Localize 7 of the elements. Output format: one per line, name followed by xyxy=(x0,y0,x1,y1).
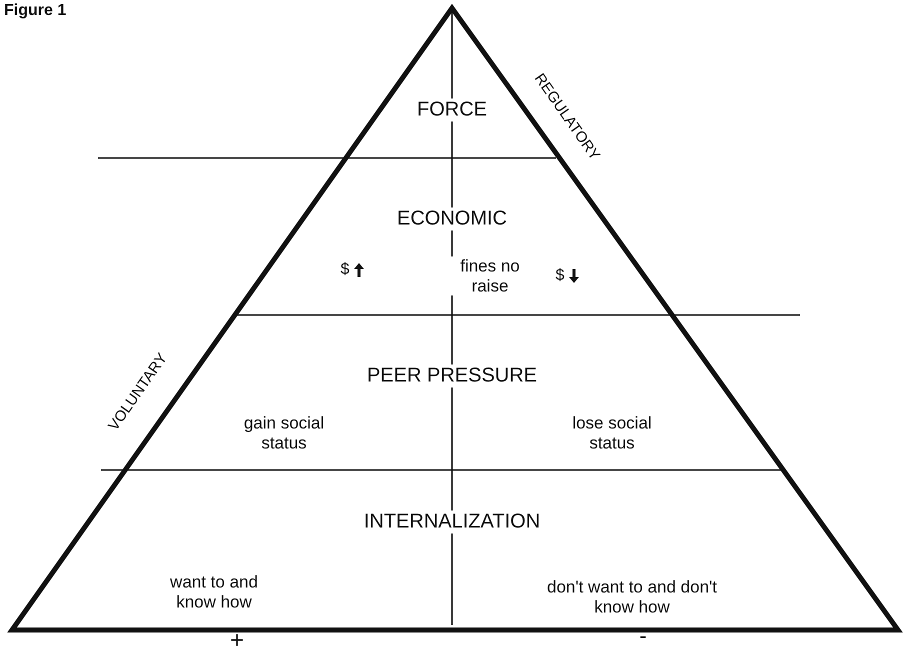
polarity-sign: + xyxy=(230,629,244,652)
figure-title: Figure 1 xyxy=(4,2,66,20)
tier-heading: ECONOMIC xyxy=(397,208,507,230)
tier-heading: PEER PRESSURE xyxy=(366,364,538,388)
tier-heading: INTERNALIZATION xyxy=(364,510,540,534)
polarity-sign: - xyxy=(639,625,647,647)
tier-heading: FORCE xyxy=(417,98,487,122)
